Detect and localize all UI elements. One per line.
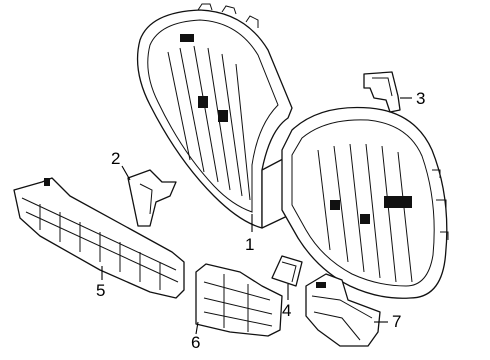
leader-2 xyxy=(121,165,131,181)
air-guide-part xyxy=(305,273,381,347)
callout-2: 2 xyxy=(111,149,121,168)
clip-part xyxy=(363,71,401,113)
callout-1: 1 xyxy=(245,235,255,254)
bracket-part xyxy=(127,169,177,227)
grille-assembly-part xyxy=(136,3,449,299)
lower-duct-part xyxy=(13,177,185,299)
leader-6 xyxy=(195,321,199,335)
small-bracket-part xyxy=(271,255,303,287)
callout-5: 5 xyxy=(96,281,106,300)
leader-lines xyxy=(101,97,412,335)
callout-4: 4 xyxy=(282,301,292,320)
side-duct-part xyxy=(195,263,283,337)
callout-7: 7 xyxy=(392,312,402,331)
callout-3: 3 xyxy=(416,89,426,108)
callout-6: 6 xyxy=(191,333,201,352)
